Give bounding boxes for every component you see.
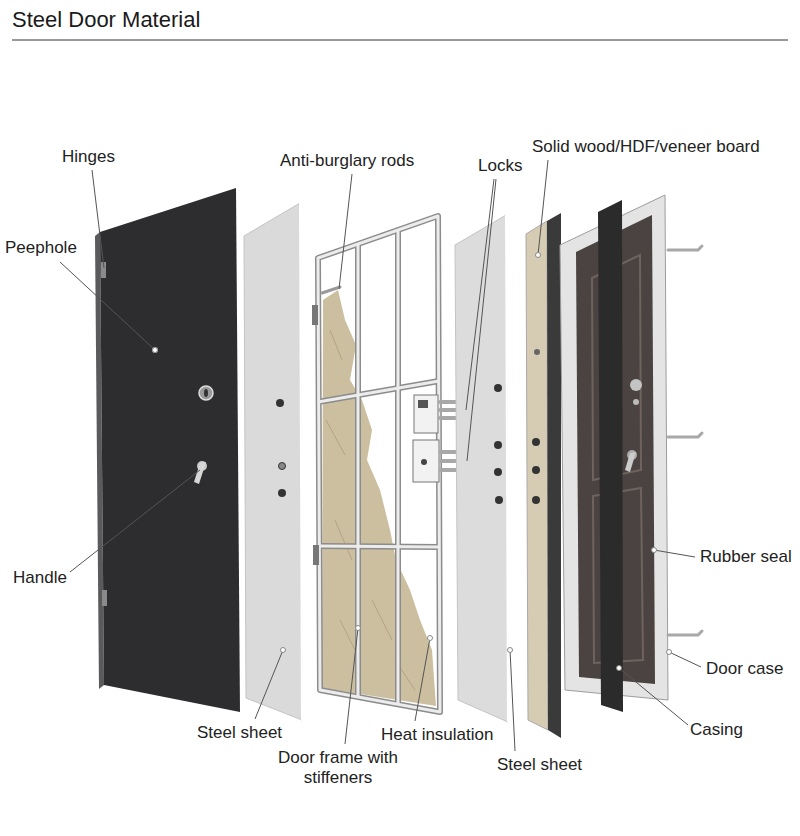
door-frame — [312, 216, 467, 712]
part-label: Casing — [690, 720, 743, 740]
leader-line — [619, 668, 688, 725]
steel-sheet-back — [455, 215, 508, 722]
leader-dot — [536, 253, 541, 258]
lock-detail — [418, 400, 428, 408]
insulation-texture — [326, 330, 415, 690]
part-label: Handle — [13, 568, 67, 588]
wood-board — [526, 213, 561, 738]
stiffener — [319, 546, 440, 547]
part-label: Door case — [706, 659, 783, 679]
leader-line — [538, 160, 548, 255]
sheet — [244, 203, 302, 720]
stiffener — [395, 230, 401, 704]
anchor-rod — [668, 433, 702, 437]
anchor-rods — [668, 246, 702, 635]
sheet-edge — [300, 203, 302, 720]
page-title: Steel Door Material — [12, 7, 200, 33]
lock-cylinder — [633, 399, 639, 405]
board-panel — [547, 213, 561, 738]
leader-line — [415, 638, 430, 721]
stiffener — [319, 546, 440, 547]
leader-line — [654, 550, 695, 557]
frame-highlights — [318, 216, 440, 712]
hole — [532, 466, 540, 474]
leader-line — [70, 470, 200, 572]
anchor-rod — [668, 631, 702, 635]
door-face — [100, 188, 240, 712]
leader-line — [255, 650, 283, 719]
lock-knob — [630, 379, 642, 391]
hole — [278, 489, 286, 497]
part-label: Anti-burglary rods — [280, 151, 414, 171]
leader-line — [669, 652, 701, 667]
frame-outer — [318, 216, 440, 712]
heat-insulation — [322, 290, 436, 706]
part-label: Heat insulation — [381, 725, 493, 745]
frame-hinge — [312, 305, 318, 325]
lock-cylinder — [199, 386, 213, 400]
leader-dot — [356, 626, 361, 631]
leader-lines — [60, 160, 701, 751]
leader-line — [510, 650, 515, 751]
board-face — [526, 221, 548, 730]
leader-dots — [153, 253, 672, 671]
part-label: Solid wood/HDF/veneer board — [532, 137, 760, 157]
hole — [494, 441, 502, 449]
part-label: Steel sheet — [497, 755, 582, 775]
hole — [494, 384, 502, 392]
keyhole — [204, 389, 208, 397]
steel-sheet-front — [244, 203, 302, 720]
hole — [276, 399, 284, 407]
frame-outer — [318, 216, 440, 712]
leader-line — [345, 628, 358, 744]
lock-body — [414, 395, 438, 433]
stiffener — [355, 244, 361, 697]
sheet — [455, 215, 508, 722]
leader-line — [92, 170, 104, 268]
leader-dot — [281, 648, 286, 653]
leader-line — [466, 179, 494, 410]
hole — [534, 349, 540, 355]
hole — [279, 463, 286, 470]
peephole — [152, 347, 158, 353]
anchor-rod — [668, 246, 702, 250]
leader-dot — [667, 650, 672, 655]
part-label: Hinges — [62, 147, 115, 167]
leader-dot — [508, 648, 513, 653]
part-label: Rubber seal — [700, 547, 792, 567]
hole — [494, 468, 502, 476]
leader-line — [60, 262, 155, 350]
frame-hinge — [313, 545, 319, 565]
title-rule — [12, 40, 788, 41]
lock-body — [413, 440, 439, 482]
leader-dot — [652, 548, 657, 553]
lock-detail — [421, 459, 427, 465]
hole — [495, 496, 503, 504]
part-label: Steel sheet — [197, 723, 282, 743]
hole — [532, 496, 540, 504]
part-label: Peephole — [5, 238, 77, 258]
leader-dot — [153, 348, 158, 353]
stiffener — [357, 244, 360, 697]
leader-dot — [617, 666, 622, 671]
part-label: Locks — [478, 156, 522, 176]
leader-line — [339, 174, 352, 289]
door-case — [560, 195, 702, 712]
part-label: Door frame with stiffeners — [273, 748, 403, 788]
front-door — [95, 188, 240, 712]
hole — [532, 438, 540, 446]
leader-dot — [428, 636, 433, 641]
casing-strip — [598, 200, 623, 712]
sheet-edge — [506, 215, 508, 722]
leader-line — [467, 179, 496, 461]
frame-bars — [318, 216, 440, 712]
hinge — [102, 590, 107, 606]
stiffener — [397, 230, 400, 704]
handle-lever — [625, 452, 636, 472]
anti-burglary-rod — [322, 287, 340, 293]
